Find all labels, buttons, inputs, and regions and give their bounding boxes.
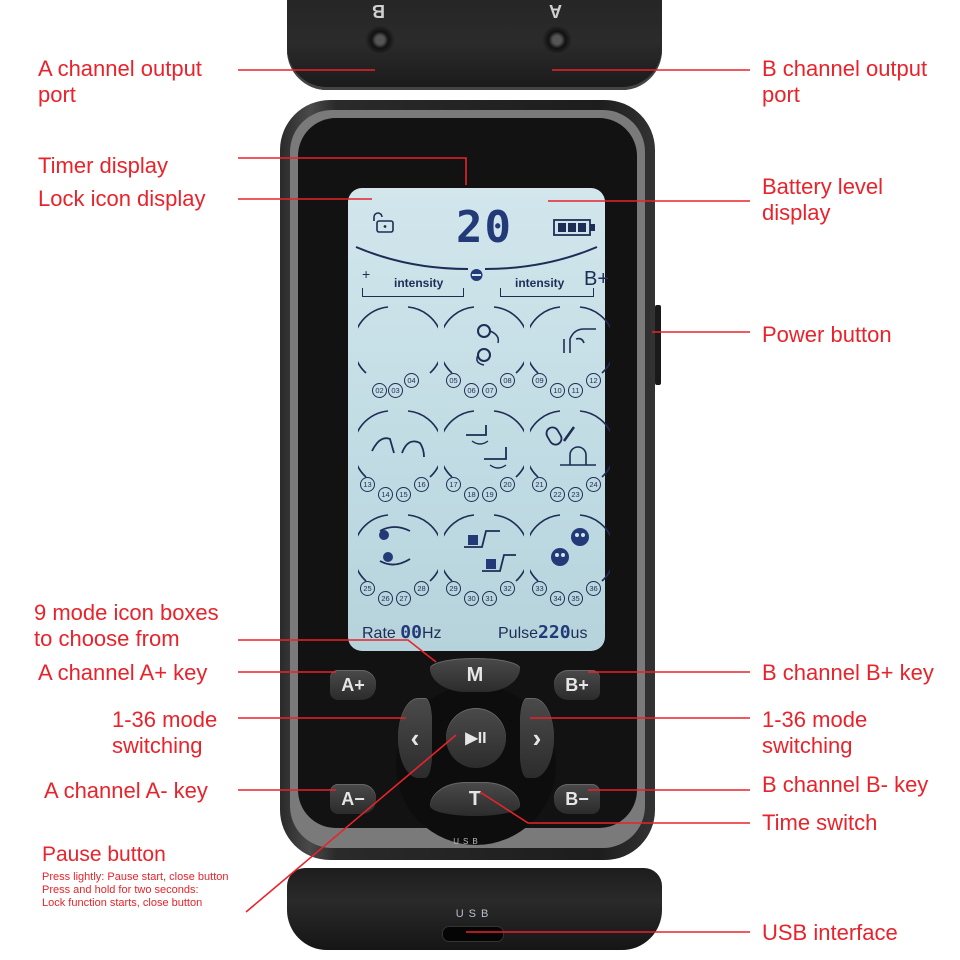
pulse-unit: us	[570, 625, 588, 642]
label-mode-switching-right: 1-36 mode switching	[762, 707, 868, 758]
label-timer-display: Timer display	[38, 153, 168, 178]
port-b-label: B	[372, 1, 385, 21]
label-b-channel-output-port: B channel output port	[762, 56, 928, 107]
label-mode-icon-boxes: 9 mode icon boxes to choose from	[34, 600, 219, 651]
label-a-minus-key: A channel A- key	[44, 778, 208, 803]
label-a-channel-output-port: A channel output port	[38, 56, 202, 107]
mode-box-1: 02 03 04	[352, 303, 444, 413]
a-intensity-bar	[362, 288, 464, 297]
intensity-arcs	[355, 246, 598, 281]
label-usb-interface: USB interface	[762, 920, 898, 945]
top-connector: B A	[287, 0, 662, 90]
battery-icon	[553, 219, 595, 236]
b-intensity-label: intensity	[515, 276, 565, 290]
b-channel-output-port[interactable]	[542, 25, 572, 55]
mode-box-8: 29 30 31 32	[438, 511, 530, 621]
power-button[interactable]	[655, 305, 661, 385]
port-a-label: A	[549, 1, 562, 21]
mode-left-key[interactable]: ‹	[398, 698, 432, 778]
mode-box-2: 05 06 07 08	[438, 303, 530, 413]
mode-key[interactable]: M	[430, 658, 520, 692]
pause-note-2: Press and hold for two seconds:	[42, 884, 199, 896]
a-plus-key[interactable]: A+	[330, 670, 376, 700]
b-intensity-bar	[500, 288, 594, 297]
usb-port[interactable]	[442, 926, 504, 942]
label-pause-button: Pause button	[42, 843, 166, 866]
b-minus-key[interactable]: B−	[554, 784, 600, 814]
pulse-label: Pulse	[498, 625, 539, 642]
mode-box-3: 09 10 11 12	[524, 303, 616, 413]
pause-note-3: Lock function starts, close button	[42, 897, 203, 909]
rate-unit: Hz	[421, 625, 442, 642]
label-time-switch: Time switch	[762, 810, 878, 835]
b-plus-key[interactable]: B+	[554, 670, 600, 700]
label-power-button: Power button	[762, 322, 892, 347]
a-intensity-label: intensity	[394, 276, 444, 290]
bottom-connector: USB	[287, 868, 662, 950]
a-channel-output-port[interactable]	[365, 25, 395, 55]
rate-label: Rate	[362, 625, 396, 642]
mode-box-9: 33 34 35 36	[524, 511, 616, 621]
usb-label: USB	[455, 908, 494, 920]
a-minus-key[interactable]: A−	[330, 784, 376, 814]
pulse-readout: Pulse220us	[498, 622, 587, 643]
mode-box-5: 17 18 19 20	[438, 407, 530, 517]
pulse-value: 220	[538, 622, 571, 643]
a-plus-indicator: +	[362, 266, 371, 282]
play-pause-button[interactable]: ▶II	[446, 708, 506, 768]
label-battery-level-display: Battery level display	[762, 174, 884, 225]
mode-right-key[interactable]: ›	[520, 698, 554, 778]
label-a-plus-key: A channel A+ key	[38, 660, 208, 685]
mode-box-4: 13 14 15 16	[352, 407, 444, 517]
rate-value: 00	[400, 622, 422, 643]
label-mode-switching-left: 1-36 mode switching	[112, 707, 218, 758]
device-face: 20 + intensity intensity	[298, 118, 637, 845]
lock-icon	[373, 212, 394, 233]
label-b-plus-key: B channel B+ key	[762, 660, 934, 685]
body-usb-text: USB	[453, 837, 482, 846]
label-lock-icon-display: Lock icon display	[38, 186, 206, 211]
label-b-minus-key: B channel B- key	[762, 772, 929, 797]
rate-readout: Rate 00Hz	[362, 622, 442, 643]
mode-box-6: 21 22 23 24	[524, 407, 616, 517]
timer-display: 20	[456, 202, 513, 253]
pause-note-1: Press lightly: Pause start, close button	[42, 871, 229, 883]
device-body: 20 + intensity intensity	[280, 100, 661, 860]
b-plus-indicator: B+	[584, 268, 610, 290]
lcd-screen: 20 + intensity intensity	[348, 188, 616, 651]
time-key[interactable]: T	[430, 782, 520, 816]
mode-box-7: 25 26 27 28	[352, 511, 444, 621]
device-bezel: 20 + intensity intensity	[290, 110, 645, 848]
